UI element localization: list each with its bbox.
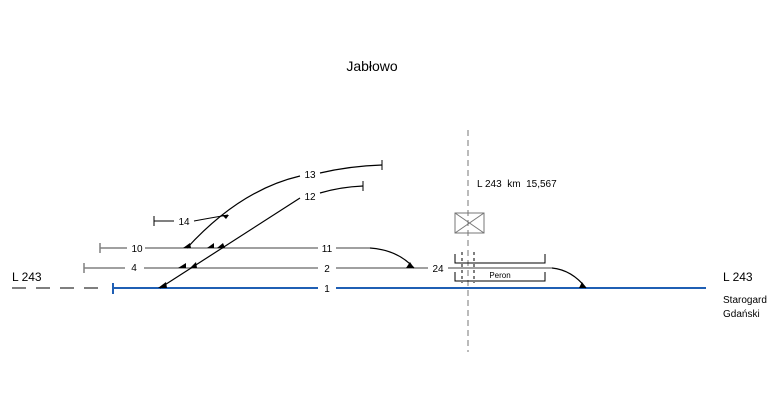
track-label-10: 10 [131,244,143,255]
track-label-4: 4 [131,263,137,274]
track-label-2: 2 [324,264,330,275]
track-label-24: 24 [432,264,444,275]
track-label-14: 14 [178,217,190,228]
track-12 [319,185,364,194]
km-marker-label: L 243 km 15,567 [477,179,557,190]
track-label-11: 11 [322,244,333,255]
track-label-13: 13 [304,170,316,181]
line-label-right: L 243 [723,270,753,284]
switch-marker [406,262,414,268]
switch-markers [158,215,229,288]
destination-line-2: Gdański [723,309,760,320]
track-13 [186,175,301,249]
track-10-11 [99,243,370,253]
switch-marker [579,282,586,288]
station-title: Jabłowo [346,58,398,74]
line-label-left: L 243 [12,270,42,284]
track-11-curve [369,247,415,269]
platform-crossing [461,252,475,283]
track-label-1: 1 [324,284,330,295]
track-2-4 [83,263,552,273]
track-12 [159,197,301,289]
destination-line-1: Starogard [723,295,767,306]
track-13 [319,164,383,174]
platform [454,254,546,282]
station-building-icon [454,212,485,234]
platform-label: Peron [489,271,510,280]
track-label-12: 12 [304,192,316,203]
